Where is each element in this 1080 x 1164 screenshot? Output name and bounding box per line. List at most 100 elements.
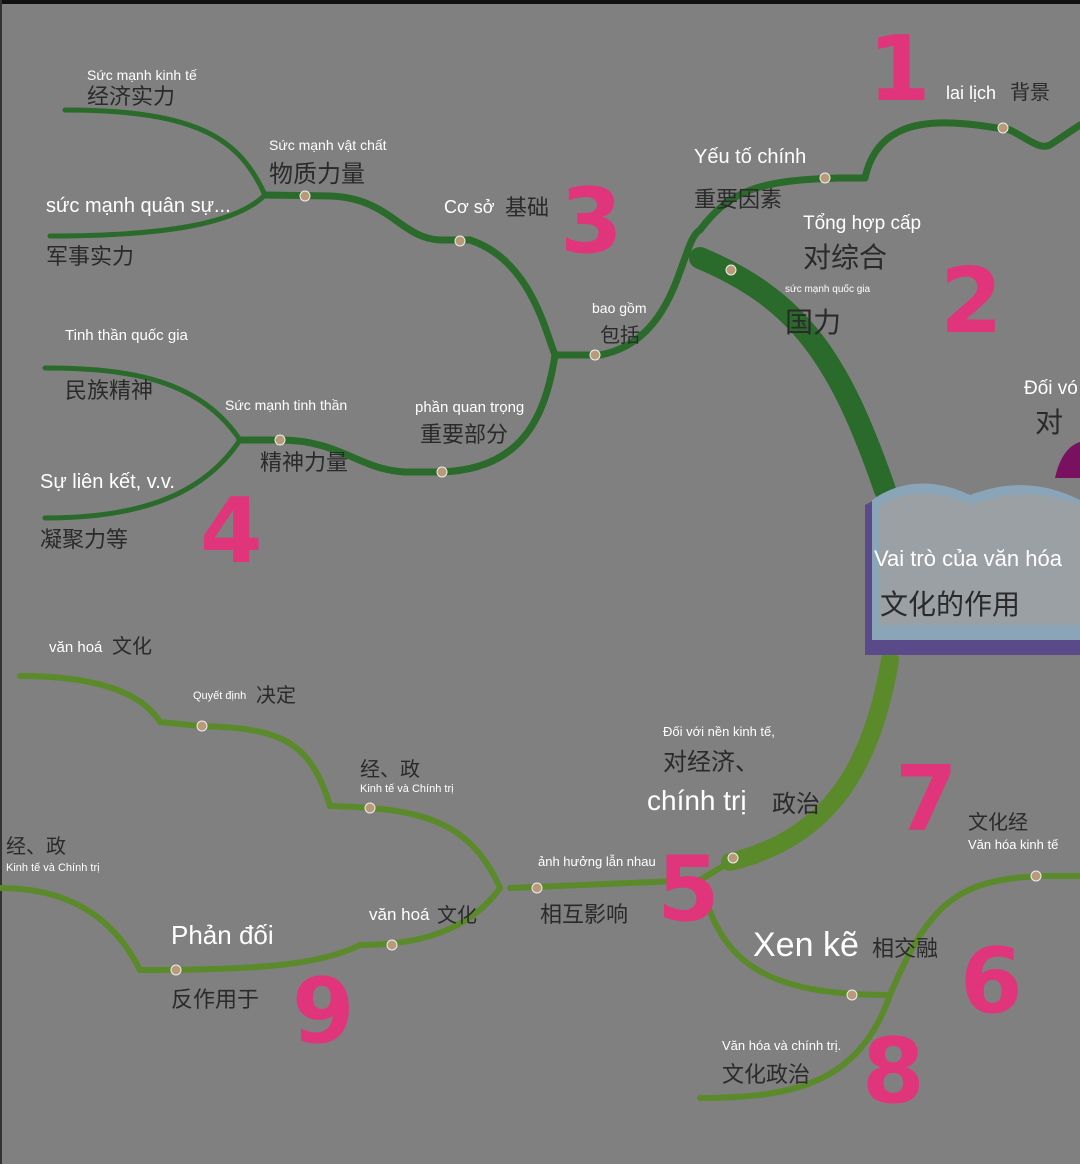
node-quyet-dinh[interactable]: Quyết định — [193, 690, 246, 702]
branch-phan-doi — [0, 885, 503, 974]
node-lai-lich[interactable]: lai lịch — [946, 83, 996, 103]
branch-quoc-luc — [689, 247, 896, 501]
node-bao-gom[interactable]: bao gồm — [592, 300, 646, 316]
zh-label: 物质力量 — [269, 160, 365, 188]
zh-label: 对综合 — [803, 241, 887, 274]
knob — [364, 802, 376, 814]
knob — [196, 720, 208, 732]
branch-kinh-te — [62, 107, 268, 198]
zh-label: 精神力量 — [260, 451, 348, 476]
knob — [589, 349, 601, 361]
top-edge — [0, 0, 1080, 4]
upper-branches — [42, 107, 1080, 521]
node-knobs — [170, 122, 1042, 1001]
node-doi-voi-kinh-te[interactable]: Đối với nền kinh tế, — [663, 724, 775, 739]
node-kinh-te-chinh-tri-1[interactable]: Kinh tế và Chính trị — [360, 783, 454, 795]
knob — [274, 434, 286, 446]
zh-label: 包括 — [600, 323, 640, 347]
node-co-so[interactable]: Cơ sở — [444, 197, 495, 217]
zh-label: 文化政治 — [722, 1063, 810, 1088]
knob — [299, 190, 311, 202]
node-suc-manh-quan-su[interactable]: sức mạnh quân sự... — [46, 195, 231, 217]
lower-branches — [0, 651, 1080, 1101]
node-phan-doi[interactable]: Phản đối — [171, 920, 274, 950]
branch-quyet-dinh — [17, 673, 503, 891]
knob — [436, 466, 448, 478]
node-kinh-te-chinh-tri-2[interactable]: Kinh tế và Chính trị — [6, 862, 100, 874]
annotation-5: 5 — [657, 837, 720, 942]
branch-phan-quan-trong — [401, 351, 559, 476]
zh-label: 相交融 — [872, 937, 938, 962]
branch-yeu-to — [861, 119, 1080, 182]
branch-quan-su — [47, 192, 268, 239]
node-van-hoa-kinh-te[interactable]: Văn hóa kinh tế — [968, 837, 1059, 852]
branch-lien-ket — [42, 437, 243, 521]
zh-label: 对经济、 — [663, 748, 759, 776]
center-topic[interactable]: Vai trò của văn hóa — [874, 546, 1063, 571]
zh-label: 国力 — [785, 306, 841, 339]
zh-label: 民族精神 — [65, 379, 153, 404]
branch-tinh-than-quoc-gia — [42, 365, 243, 443]
zh-label: 政治 — [772, 790, 820, 818]
node-xen-ke[interactable]: Xen kẽ — [753, 926, 859, 964]
purple-node — [1055, 442, 1080, 478]
annotation-7: 7 — [895, 747, 958, 852]
vietnamese-labels: Sức mạnh kinh tế sức mạnh quân sự... Sức… — [6, 67, 1078, 1053]
annotation-numbers: 1 2 3 4 5 6 7 8 9 — [200, 17, 1023, 1124]
node-tong-hop[interactable]: Tổng hợp cấp — [803, 213, 921, 234]
zh-label: 军事实力 — [46, 245, 134, 270]
branch-kinh-te-chinh-tri — [721, 651, 899, 871]
node-chinh-tri[interactable]: chính trị — [647, 785, 747, 816]
node-suc-manh-vat-chat[interactable]: Sức mạnh vật chất — [269, 137, 387, 153]
knob — [846, 989, 858, 1001]
node-van-hoa-chinh-tri[interactable]: Văn hóa và chính trị. — [722, 1038, 841, 1053]
zh-label: 重要部分 — [420, 423, 508, 448]
annotation-1: 1 — [868, 17, 931, 122]
branch-van-hoa-kinh-te — [887, 873, 1080, 998]
knob — [170, 964, 182, 976]
branch-tinh-than — [236, 436, 409, 476]
knob — [386, 939, 398, 951]
node-phan-quan-trong[interactable]: phần quan trọng — [415, 399, 524, 416]
annotation-8: 8 — [862, 1019, 925, 1124]
zh-label: 基础 — [505, 196, 549, 221]
annotation-4: 4 — [200, 479, 263, 584]
zh-label: 凝聚力等 — [40, 528, 128, 553]
node-van-hoa-1[interactable]: văn hoá — [49, 639, 103, 656]
zh-label: 文化 — [112, 634, 152, 658]
node-van-hoa-2[interactable]: văn hoá — [369, 905, 430, 924]
node-suc-manh-quoc-gia[interactable]: sức mạnh quốc gia — [785, 283, 871, 295]
zh-label: 背景 — [1010, 80, 1050, 104]
zh-label: 相互影响 — [540, 903, 628, 928]
node-tinh-than-quoc-gia[interactable]: Tinh thần quốc gia — [65, 327, 189, 344]
knob — [1030, 870, 1042, 882]
node-anh-huong[interactable]: ảnh hưởng lẫn nhau — [538, 854, 656, 869]
annotation-9: 9 — [292, 959, 355, 1064]
annotation-3: 3 — [560, 169, 623, 274]
node-suc-manh-tinh-than[interactable]: Sức mạnh tinh thần — [225, 397, 347, 413]
knob — [727, 852, 739, 864]
node-yeu-to-chinh[interactable]: Yếu tố chính — [694, 146, 806, 168]
node-su-lien-ket[interactable]: Sự liên kết, v.v. — [40, 471, 175, 493]
branch-bao-gom — [551, 174, 869, 359]
zh-label: 文化 — [437, 903, 477, 927]
zh-label: 决定 — [256, 683, 296, 707]
branch-xen-ke — [697, 877, 893, 998]
chinese-labels: 经济实力 军事实力 物质力量 基础 民族精神 精神力量 重要部分 凝聚力等 包括… — [6, 80, 1063, 1088]
knob — [531, 882, 543, 894]
knob — [454, 235, 466, 247]
node-suc-manh-kinh-te[interactable]: Sức mạnh kinh tế — [87, 67, 197, 83]
knob — [997, 122, 1009, 134]
zh-label: 重要因素 — [694, 188, 782, 213]
knob — [725, 264, 737, 276]
zh-label: 经、政 — [360, 757, 420, 781]
center-book-icon — [865, 483, 1080, 655]
zh-label: 经济实力 — [87, 85, 175, 110]
branch-van-hoa-chinh-tri — [697, 992, 893, 1101]
node-doi-voi[interactable]: Đối vó — [1024, 378, 1078, 399]
annotation-6: 6 — [960, 929, 1023, 1034]
zh-label: 文化经 — [968, 810, 1028, 834]
zh-label: 经、政 — [6, 834, 66, 858]
annotation-2: 2 — [940, 249, 1003, 354]
